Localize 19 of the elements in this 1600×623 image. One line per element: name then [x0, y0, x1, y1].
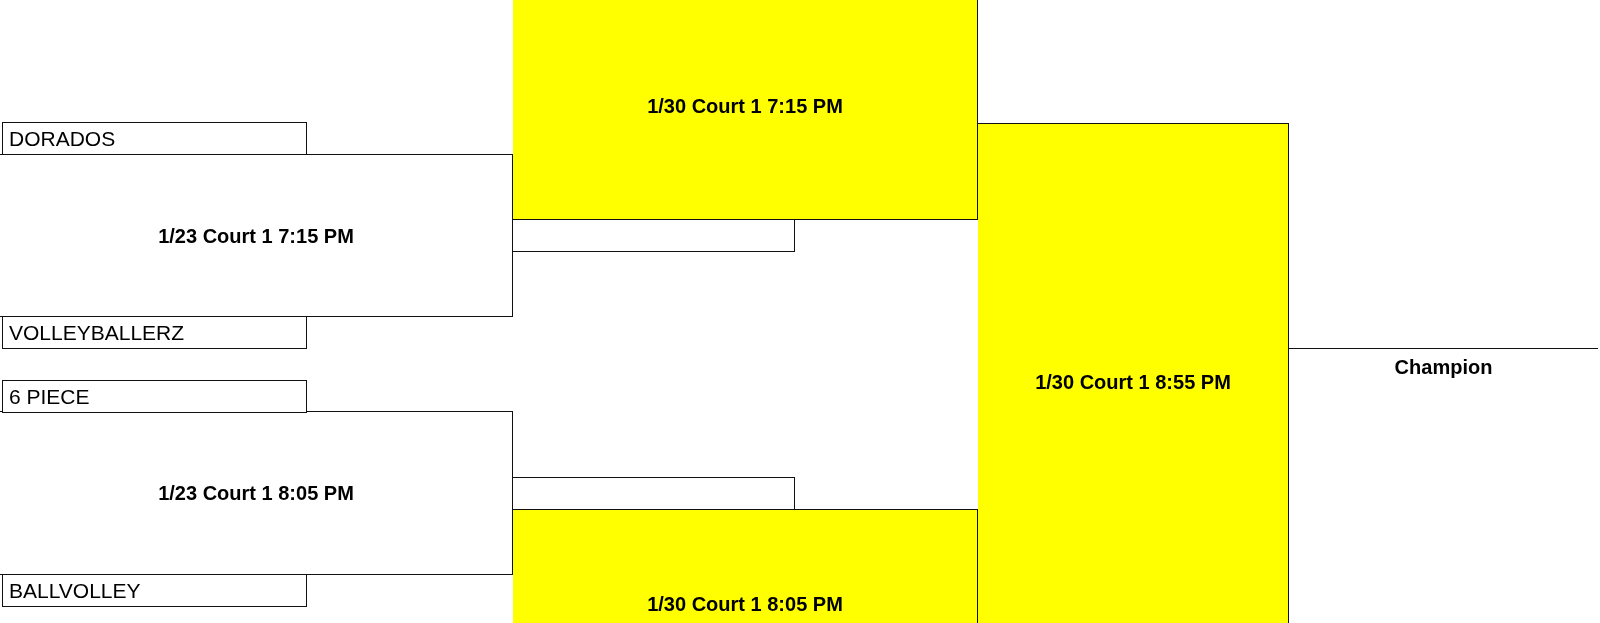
team-box: [2, 316, 307, 349]
winner-slot: [513, 220, 795, 252]
team-name: BALLVOLLEY: [9, 580, 141, 601]
champion-slot: [1289, 348, 1598, 379]
final-match-box: [978, 123, 1289, 623]
winner-slot: [513, 477, 795, 509]
team-box: [2, 574, 307, 607]
match-label: 1/30 Court 1 8:55 PM: [1035, 371, 1231, 392]
match-label: 1/30 Court 1 7:15 PM: [647, 96, 843, 116]
team-box: [2, 122, 307, 155]
match-label: 1/23 Court 1 7:15 PM: [158, 225, 354, 246]
team-name: 6 PIECE: [9, 386, 90, 407]
match-label: 1/23 Court 1 8:05 PM: [158, 483, 354, 503]
match-box: [513, 0, 978, 220]
team-box: [2, 380, 307, 413]
team-name: VOLLEYBALLERZ: [9, 322, 185, 343]
slot-caption: Champion: [1394, 357, 1493, 377]
team-name: DORADOS: [9, 128, 116, 149]
match-label: 1/30 Court 1 8:05 PM: [647, 593, 843, 614]
